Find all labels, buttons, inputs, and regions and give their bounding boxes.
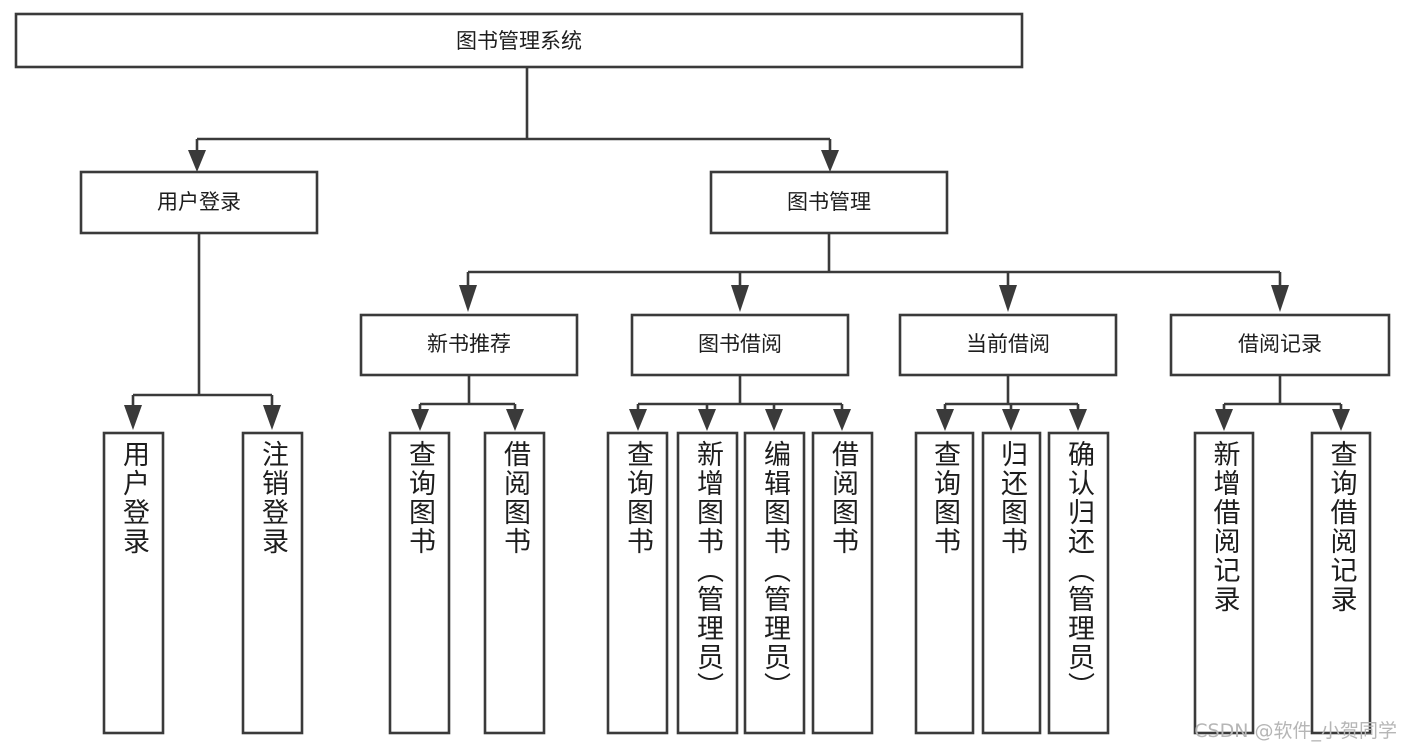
arrow-head-icon bbox=[188, 150, 206, 172]
leaf-box-borrow-edit-book[interactable] bbox=[743, 431, 806, 735]
arrow-head-icon bbox=[1332, 409, 1350, 431]
leaf-box-borrow-add-book[interactable] bbox=[676, 431, 739, 735]
arrow-head-icon bbox=[999, 285, 1017, 312]
leaf-box-user-login-logout[interactable] bbox=[241, 431, 304, 735]
arrow-head-icon bbox=[124, 405, 142, 430]
node-new-book-recommend-box bbox=[359, 313, 579, 377]
leaf-box-borrow-query-book[interactable] bbox=[606, 431, 669, 735]
arrow-head-icon bbox=[1069, 409, 1087, 431]
arrow-head-icon bbox=[833, 409, 851, 431]
connector-borrow-records-to-leaves bbox=[1215, 375, 1350, 431]
leaf-box-records-add-record[interactable] bbox=[1193, 431, 1255, 735]
node-user-login-box bbox=[79, 170, 319, 235]
node-book-management-label: 图书管理 bbox=[787, 190, 871, 214]
arrow-head-icon bbox=[506, 409, 524, 431]
node-user-login-label: 用户登录 bbox=[157, 190, 241, 214]
connector-book-borrow-to-leaves bbox=[629, 375, 851, 431]
leaf-box-records-query-record[interactable] bbox=[1310, 431, 1372, 735]
arrow-head-icon bbox=[1271, 285, 1289, 312]
leaf-box-current-query-book[interactable] bbox=[914, 431, 975, 735]
node-book-borrow[interactable]: 图书借阅 bbox=[630, 313, 850, 377]
node-new-book-recommend-label: 新书推荐 bbox=[427, 332, 511, 356]
arrow-head-icon bbox=[411, 409, 429, 431]
connector-root-to-level1 bbox=[188, 67, 839, 172]
arrow-head-icon bbox=[629, 409, 647, 431]
node-new-book-recommend[interactable]: 新书推荐 bbox=[359, 313, 579, 377]
node-borrow-records[interactable]: 借阅记录 bbox=[1169, 313, 1391, 377]
arrow-head-icon bbox=[731, 285, 749, 312]
node-current-borrow-box bbox=[898, 313, 1118, 377]
arrow-head-icon bbox=[765, 409, 783, 431]
arrow-head-icon bbox=[936, 409, 954, 431]
connector-new-book-recommend-to-leaves bbox=[411, 375, 524, 431]
node-current-borrow[interactable]: 当前借阅 bbox=[898, 313, 1118, 377]
leaf-box-user-login-login[interactable] bbox=[102, 431, 165, 735]
arrow-head-icon bbox=[821, 150, 839, 172]
node-borrow-records-label: 借阅记录 bbox=[1238, 332, 1322, 356]
node-user-login[interactable]: 用户登录 bbox=[79, 170, 319, 235]
arrow-head-icon bbox=[1215, 409, 1233, 431]
leaf-box-current-return-book[interactable] bbox=[981, 431, 1042, 735]
node-book-borrow-label: 图书借阅 bbox=[698, 332, 782, 356]
connector-book-management-to-level2 bbox=[459, 233, 1289, 312]
node-root[interactable]: 图书管理系统 bbox=[14, 12, 1024, 69]
arrow-head-icon bbox=[1002, 409, 1020, 431]
connector-current-borrow-to-leaves bbox=[936, 375, 1087, 431]
node-current-borrow-label: 当前借阅 bbox=[966, 332, 1050, 356]
leaf-box-current-confirm-return[interactable] bbox=[1047, 431, 1110, 735]
leaf-box-recommend-query-book[interactable] bbox=[388, 431, 451, 735]
node-book-management[interactable]: 图书管理 bbox=[709, 170, 949, 235]
node-root-box bbox=[14, 12, 1024, 69]
leaf-box-borrow-borrow-book[interactable] bbox=[811, 431, 874, 735]
arrow-head-icon bbox=[459, 285, 477, 312]
connector-user-login-to-leaves bbox=[124, 233, 281, 430]
node-root-label: 图书管理系统 bbox=[456, 29, 582, 53]
arrow-head-icon bbox=[263, 405, 281, 430]
leaf-box-recommend-borrow-book[interactable] bbox=[483, 431, 546, 735]
arrow-head-icon bbox=[698, 409, 716, 431]
